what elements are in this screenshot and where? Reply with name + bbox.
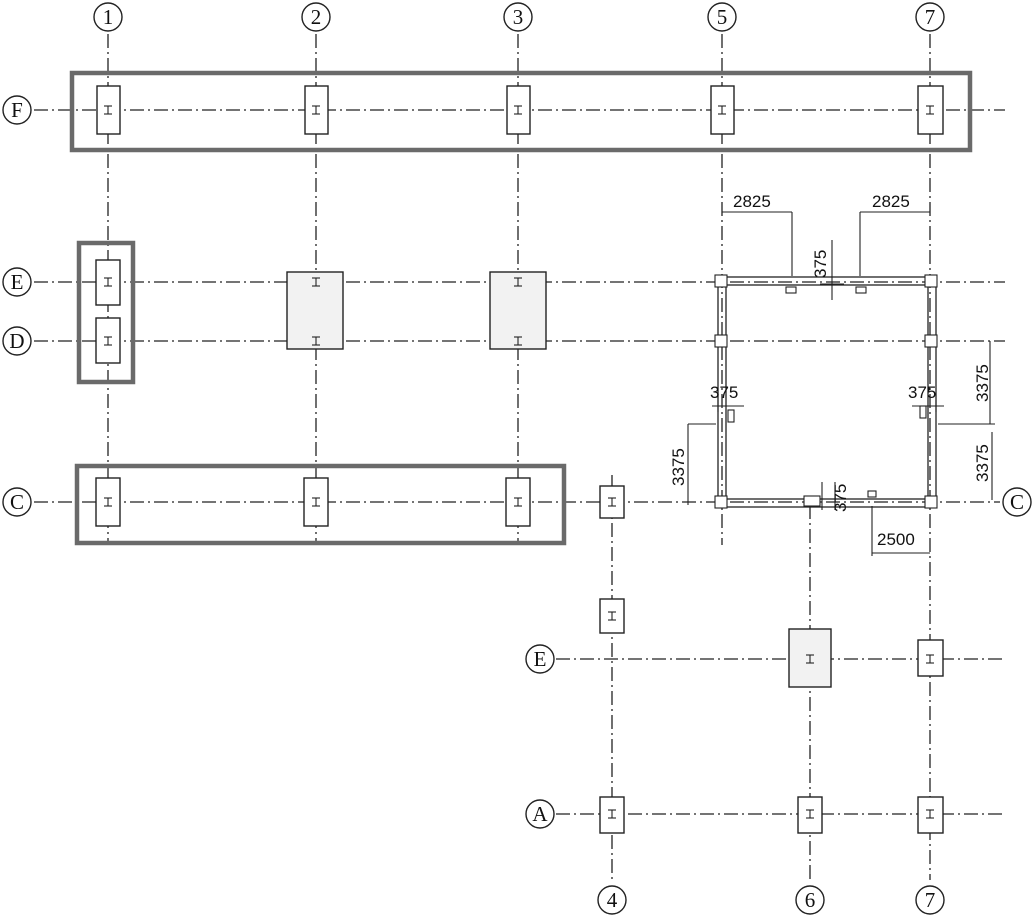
highlight-frame-E-D-axis-1 — [76, 240, 136, 385]
grid-bubble-F: F — [2, 95, 32, 125]
dimension-lines — [687, 211, 995, 556]
dim-label-2500: 2500 — [877, 530, 915, 549]
grid-bubble-6: 6 — [795, 885, 825, 915]
center-mark — [514, 105, 522, 115]
center-mark — [806, 654, 814, 664]
wall-joint-west-D — [714, 334, 728, 348]
column-3-C — [505, 477, 531, 527]
grid-bubble-1: 1 — [93, 2, 123, 32]
upper-grid-lines — [34, 34, 1005, 880]
dim-label-3375-right-top: 3375 — [973, 364, 992, 402]
svg-text:C: C — [10, 490, 24, 514]
center-mark — [312, 497, 320, 507]
svg-text:7: 7 — [925, 5, 936, 29]
opening-bottom-b — [867, 490, 877, 498]
grid-bubble-E: E — [2, 267, 32, 297]
footing-2-ED — [286, 271, 344, 350]
svg-text:2: 2 — [311, 5, 322, 29]
center-mark — [608, 809, 616, 819]
center-mark — [104, 277, 112, 287]
grid-bubble-7-bottom: 7 — [915, 885, 945, 915]
center-mark — [514, 497, 522, 507]
opening-east — [919, 405, 927, 419]
wall-corner-sw — [714, 495, 728, 509]
center-mark — [312, 336, 320, 346]
svg-text:F: F — [11, 98, 23, 122]
center-mark — [926, 654, 934, 664]
center-mark — [718, 105, 726, 115]
center-mark — [926, 809, 934, 819]
column-4-A — [599, 796, 625, 834]
center-mark — [514, 336, 522, 346]
center-mark — [104, 105, 112, 115]
wall-frame — [714, 274, 938, 509]
center-mark — [312, 105, 320, 115]
grid-bubble-C-right: C — [1002, 487, 1032, 517]
dim-label-3375-left: 3375 — [669, 448, 688, 486]
center-mark — [514, 277, 522, 287]
wall-corner-nw — [714, 274, 728, 288]
svg-text:5: 5 — [717, 5, 728, 29]
svg-text:E: E — [534, 647, 547, 671]
dimension-labels: 2825 2825 375 375 375 3375 3375 3375 375… — [669, 192, 992, 549]
highlight-frames — [69, 70, 973, 546]
opening-bottom-a — [803, 495, 821, 507]
opening-top-a — [785, 286, 797, 294]
grid-bubble-2: 2 — [301, 2, 331, 32]
column-6-A — [797, 796, 823, 834]
svg-text:7: 7 — [925, 888, 936, 912]
dim-label-3375-right-bottom: 3375 — [973, 444, 992, 482]
svg-text:D: D — [9, 329, 24, 353]
wall-corner-ne — [924, 274, 938, 288]
wall-joint-east-D — [924, 334, 938, 348]
column-center-marks — [104, 105, 934, 819]
grid-bubble-D: D — [2, 326, 32, 356]
grid-bubble-7-top: 7 — [915, 2, 945, 32]
dim-label-2825-left: 2825 — [733, 192, 771, 211]
svg-text:C: C — [1010, 490, 1024, 514]
highlight-frame-row-C — [74, 463, 567, 546]
grid-bubble-4: 4 — [597, 885, 627, 915]
highlight-frame-row-F — [69, 70, 973, 153]
grid-bubble-C-left: C — [2, 487, 32, 517]
wall-corner-se — [924, 495, 938, 509]
center-mark — [312, 277, 320, 287]
grid-bubble-3: 3 — [503, 2, 533, 32]
grid-bubble-A: A — [525, 799, 555, 829]
wall-inner — [725, 284, 929, 500]
dim-label-375-left: 375 — [710, 383, 738, 402]
svg-text:4: 4 — [607, 888, 618, 912]
opening-top-b — [855, 286, 867, 294]
center-mark — [104, 497, 112, 507]
dim-label-375-bottom: 375 — [831, 484, 850, 512]
opening-west — [727, 409, 735, 423]
grid-bubble-5: 5 — [707, 2, 737, 32]
grid-bubble-lower-E: E — [525, 644, 555, 674]
center-mark — [926, 105, 934, 115]
center-mark — [608, 497, 616, 507]
dim-label-2825-right: 2825 — [872, 192, 910, 211]
footings — [286, 271, 832, 688]
center-mark — [608, 611, 616, 621]
center-mark — [806, 809, 814, 819]
dim-label-375-right: 375 — [908, 383, 936, 402]
svg-text:A: A — [532, 802, 548, 826]
svg-text:6: 6 — [805, 888, 816, 912]
svg-text:E: E — [11, 270, 24, 294]
svg-text:1: 1 — [103, 5, 114, 29]
wall-outer — [717, 276, 937, 508]
svg-text:3: 3 — [513, 5, 524, 29]
center-mark — [104, 336, 112, 346]
columns — [95, 85, 944, 834]
dim-label-375-top: 375 — [811, 250, 830, 278]
